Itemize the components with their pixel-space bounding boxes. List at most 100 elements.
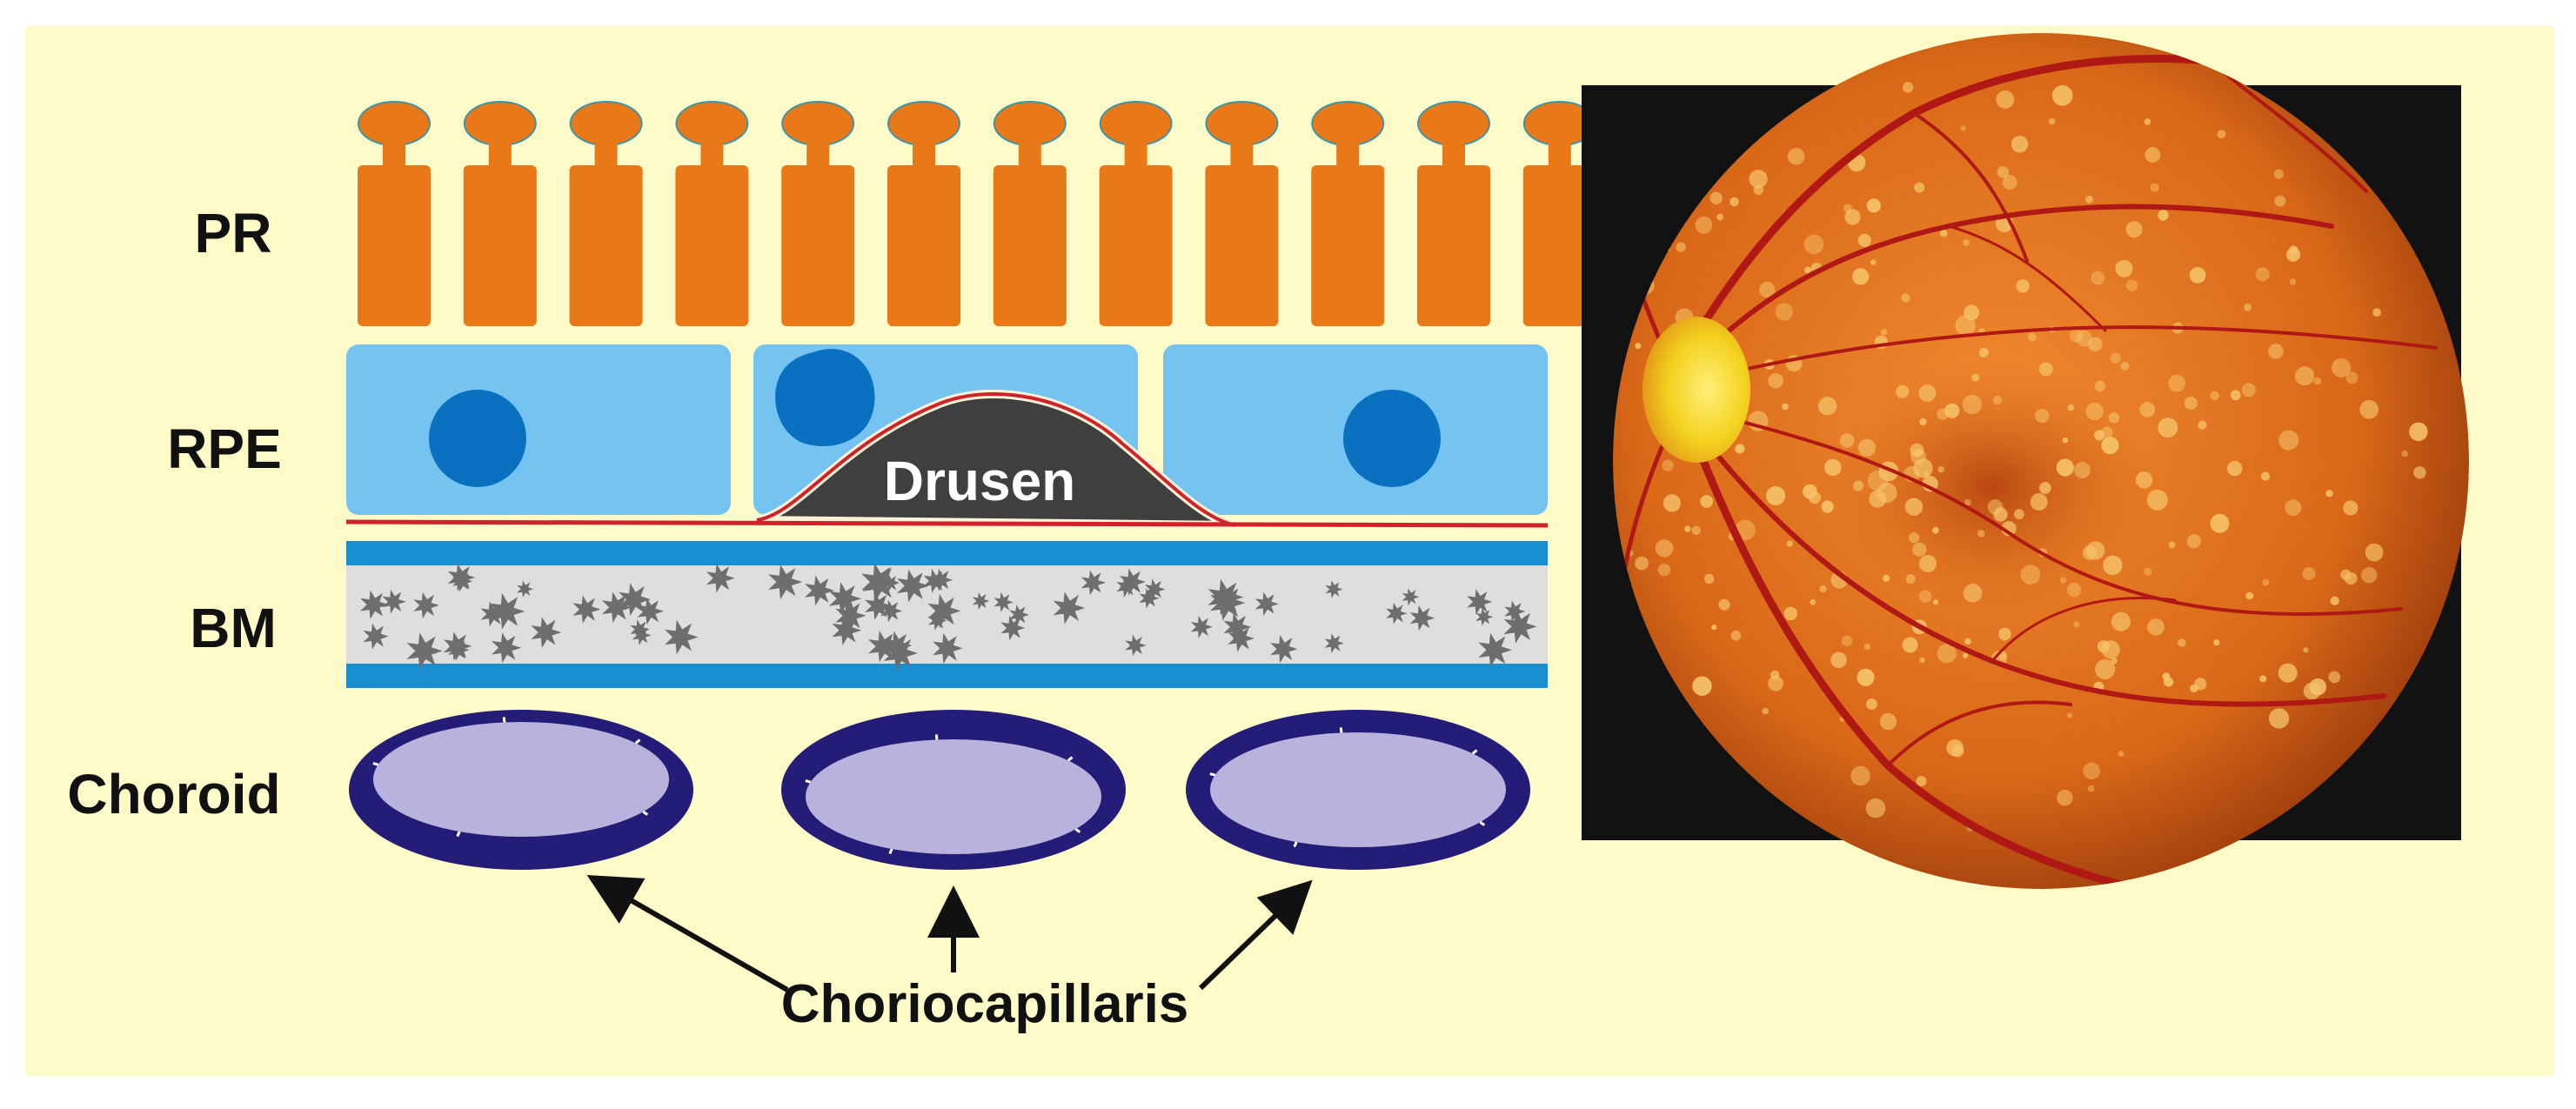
drusen-spot xyxy=(2051,84,2073,106)
deposit xyxy=(1116,576,1138,598)
drusen-spot xyxy=(1830,651,1847,669)
photoreceptor xyxy=(781,101,855,326)
deposit xyxy=(1228,625,1255,652)
photoreceptor xyxy=(675,101,749,326)
drusen-spot xyxy=(1914,449,1923,457)
deposit xyxy=(1409,605,1435,631)
deposit xyxy=(1504,600,1526,623)
deposit xyxy=(933,632,963,665)
drusen-spot xyxy=(2073,621,2080,628)
drusen-spot xyxy=(2313,377,2322,385)
drusen-spot xyxy=(1978,347,1989,357)
deposit xyxy=(768,565,803,600)
drusen-spot xyxy=(2268,344,2284,359)
drusen-spot xyxy=(1901,293,1910,303)
drusen-spot xyxy=(2186,534,2202,549)
drusen-spot xyxy=(2210,391,2219,401)
drusen-spot xyxy=(1770,670,1780,680)
drusen-spot xyxy=(2285,499,2302,517)
drusen-spot xyxy=(2095,658,2116,680)
drusen-spot xyxy=(1997,166,2010,178)
drusen-spot xyxy=(2260,471,2271,481)
drusen-spot xyxy=(1804,266,1811,274)
rpe-label: RPE xyxy=(167,418,282,480)
drusen-spot xyxy=(2014,509,2024,520)
deposit xyxy=(1478,632,1512,668)
drusen-spot xyxy=(1971,373,1980,382)
drusen-spot xyxy=(1998,627,2011,641)
deposit xyxy=(927,611,947,631)
drusen-spot xyxy=(1824,458,1842,477)
deposit xyxy=(452,571,473,592)
deposit xyxy=(480,601,506,627)
drusen-spot xyxy=(1730,197,1739,207)
deposit xyxy=(1324,633,1344,653)
bruchs-membrane xyxy=(346,541,1548,688)
drusen-spot xyxy=(1692,676,1712,696)
drusen-spot xyxy=(2330,596,2339,605)
drusen-spot xyxy=(1996,90,2015,109)
drusen-spot xyxy=(2020,565,2041,585)
drusen-spot xyxy=(1963,652,1969,658)
deposit xyxy=(868,631,900,663)
drusen-spot xyxy=(1662,459,1674,471)
drusen-spot xyxy=(2002,175,2017,190)
drusen-spot xyxy=(2189,267,2206,284)
deposit xyxy=(897,569,930,603)
drusen-spot xyxy=(2067,404,2075,411)
drusen-spot xyxy=(2268,708,2290,729)
drusen-spot xyxy=(1932,526,1939,534)
drusen-spot xyxy=(1787,147,1805,165)
photoreceptor xyxy=(993,101,1067,326)
drusen-spot xyxy=(1700,495,1714,508)
nucleus xyxy=(429,390,526,487)
drusen-spot xyxy=(2087,785,2095,792)
drusen-spot xyxy=(1803,234,1824,255)
drusen-spot xyxy=(2139,401,2156,418)
drusen-spot xyxy=(2184,396,2198,410)
drusen-spot xyxy=(2343,500,2359,516)
drusen-spot xyxy=(1865,698,1877,711)
drusen-spot xyxy=(1663,494,1681,512)
drusen-spot xyxy=(2146,489,2168,511)
drusen-spot xyxy=(1869,490,1887,508)
drusen-label: Drusen xyxy=(884,450,1076,512)
drusen-spot xyxy=(1818,397,1837,416)
deposit xyxy=(619,583,652,617)
drusen-spot xyxy=(2273,169,2284,179)
drusen-spot xyxy=(2409,422,2428,442)
deposit xyxy=(665,619,699,655)
drusen-spot xyxy=(1977,530,1985,538)
drusen-spot xyxy=(2057,789,2073,806)
drusen-spot xyxy=(2227,460,2243,477)
drusen-spot xyxy=(2062,437,2069,444)
capillary xyxy=(781,710,1126,870)
drusen-spot xyxy=(2085,402,2104,421)
drusen-spot xyxy=(1939,230,1948,237)
deposit xyxy=(1325,580,1343,598)
drusen-spot xyxy=(2111,657,2118,665)
drusen-spot xyxy=(2125,279,2138,291)
drusen-spot xyxy=(1857,233,1871,247)
choroid-label: Choroid xyxy=(67,763,280,825)
photoreceptor xyxy=(1311,101,1385,326)
deposit xyxy=(927,593,961,628)
drusen-spot xyxy=(1923,471,1930,477)
deposit xyxy=(1210,585,1246,621)
deposit xyxy=(1467,589,1493,615)
drusen-spot xyxy=(1783,606,1797,621)
drusen-spot xyxy=(2125,221,2143,238)
drusen-spot xyxy=(1655,539,1674,558)
drusen-spot xyxy=(2135,471,2153,489)
deposit xyxy=(880,599,903,623)
drusen-spot xyxy=(1879,712,1897,731)
drusen-spot xyxy=(1946,738,1964,757)
drusen-spot xyxy=(2115,259,2133,277)
optic-disc xyxy=(1643,317,1750,463)
deposit xyxy=(382,589,406,614)
rpe-cell xyxy=(346,344,731,515)
nucleus xyxy=(1343,390,1441,487)
deposit xyxy=(448,638,470,661)
drusen-spot xyxy=(2294,366,2315,386)
